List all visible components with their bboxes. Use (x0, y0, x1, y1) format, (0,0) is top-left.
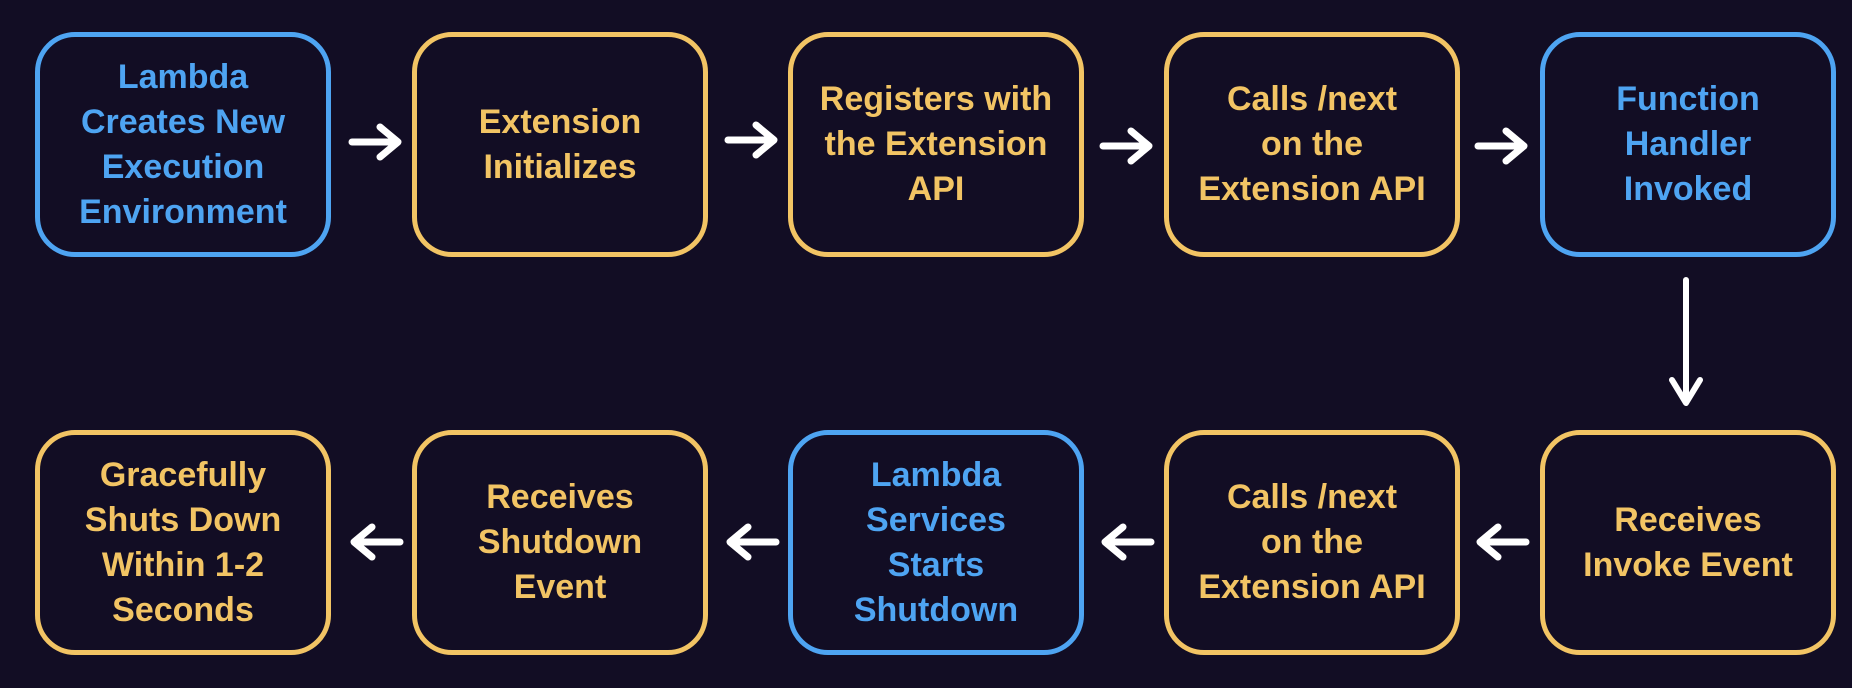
arrow-left-icon (348, 522, 404, 562)
arrow-right-icon (1474, 126, 1530, 166)
step-function-handler-invoked: Function Handler Invoked (1540, 32, 1836, 257)
step-label: Receives Invoke Event (1583, 500, 1793, 584)
step-calls-next-2: Calls /next on the Extension API (1164, 430, 1460, 655)
step-calls-next-1: Calls /next on the Extension API (1164, 32, 1460, 257)
step-label: Lambda Services Starts Shutdown (853, 455, 1019, 629)
step-lambda-starts-shutdown: Lambda Services Starts Shutdown (788, 430, 1084, 655)
step-lambda-creates-environment: Lambda Creates New Execution Environment (35, 32, 331, 257)
step-receives-invoke-event: Receives Invoke Event (1540, 430, 1836, 655)
step-label: Calls /next on the Extension API (1198, 80, 1426, 208)
step-registers-extension-api: Registers with the Extension API (788, 32, 1084, 257)
arrow-left-icon (1474, 522, 1530, 562)
step-label: Registers with the Extension API (819, 80, 1053, 208)
step-receives-shutdown-event: Receives Shutdown Event (412, 430, 708, 655)
arrow-right-icon (724, 120, 780, 160)
step-label: Function Handler Invoked (1616, 80, 1760, 208)
arrow-down-icon (1666, 276, 1706, 410)
step-label: Extension Initializes (478, 102, 642, 186)
arrow-left-icon (1099, 522, 1155, 562)
step-gracefully-shuts-down: Gracefully Shuts Down Within 1-2 Seconds (35, 430, 331, 655)
step-extension-initializes: Extension Initializes (412, 32, 708, 257)
arrow-right-icon (348, 122, 404, 162)
arrow-left-icon (724, 522, 780, 562)
step-label: Calls /next on the Extension API (1198, 478, 1426, 606)
step-label: Receives Shutdown Event (477, 478, 643, 606)
step-label: Gracefully Shuts Down Within 1-2 Seconds (84, 455, 282, 629)
arrow-right-icon (1099, 126, 1155, 166)
step-label: Lambda Creates New Execution Environment (79, 57, 287, 231)
